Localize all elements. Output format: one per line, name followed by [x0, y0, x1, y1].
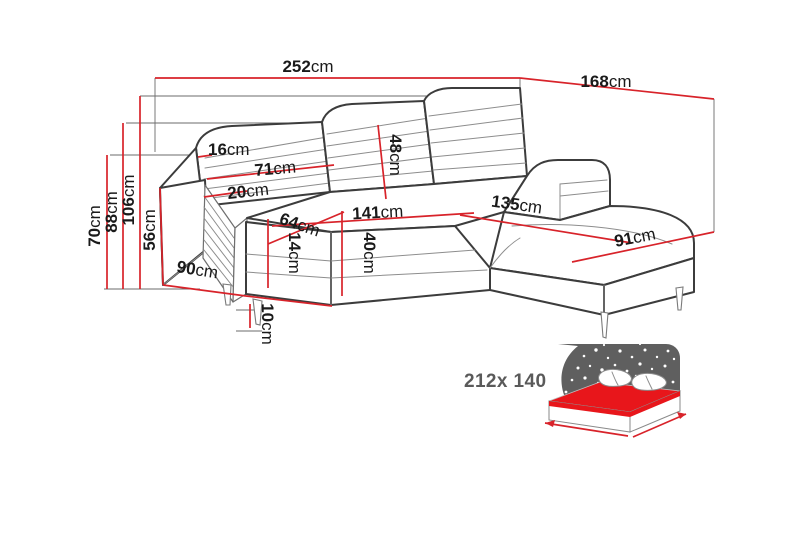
dimension-label-armrest-height: 70cm — [85, 205, 104, 247]
bed-dimension-arrows — [544, 412, 687, 438]
dimension-label-total-height: 106cm — [119, 174, 138, 225]
dimension-label-armrest-depth: 56cm — [140, 209, 159, 251]
dimension-label-backrest-width: 71cm — [254, 157, 297, 180]
pillows-icon — [598, 368, 667, 391]
dimension-label-backrest-height: 48cm — [386, 134, 405, 176]
sofa-left-armrest — [159, 147, 248, 303]
dimension-label-overall-depth: 168cm — [580, 72, 631, 91]
dimension-label-chaise-length: 135cm — [490, 192, 543, 218]
dimension-labels: 252cm 168cm 16cm 71cm 48cm 20cm 106cm 8 — [85, 57, 657, 345]
bed-size-indicator: 212x 140 — [464, 342, 687, 438]
sofa-illustration — [159, 87, 695, 339]
dimension-label-seat-width: 141cm — [352, 202, 404, 224]
dimension-label-seat-height: 40cm — [360, 232, 379, 274]
dimension-label-backrest-top-height: 88cm — [102, 191, 121, 233]
bed-size-label: 212x 140 — [464, 371, 546, 392]
dimension-label-leg-height: 10cm — [258, 303, 277, 345]
sofa-chaise — [489, 159, 695, 316]
dimension-label-seat-cushion-height: 14cm — [285, 232, 304, 274]
dimension-label-backrest-cushion: 16cm — [208, 140, 250, 159]
dimension-label-side-depth: 90cm — [175, 257, 219, 282]
dimension-lines — [106, 77, 715, 328]
sofa-legs — [222, 283, 684, 339]
dimension-label-armrest-width: 20cm — [226, 180, 269, 203]
dimension-label-chaise-width: 91cm — [613, 224, 657, 251]
sofa-backrest-right — [423, 87, 528, 185]
sofa-backrest-middle — [321, 100, 435, 193]
dimension-label-overall-width: 252cm — [282, 57, 333, 76]
sofa-backrest-left — [195, 121, 331, 207]
